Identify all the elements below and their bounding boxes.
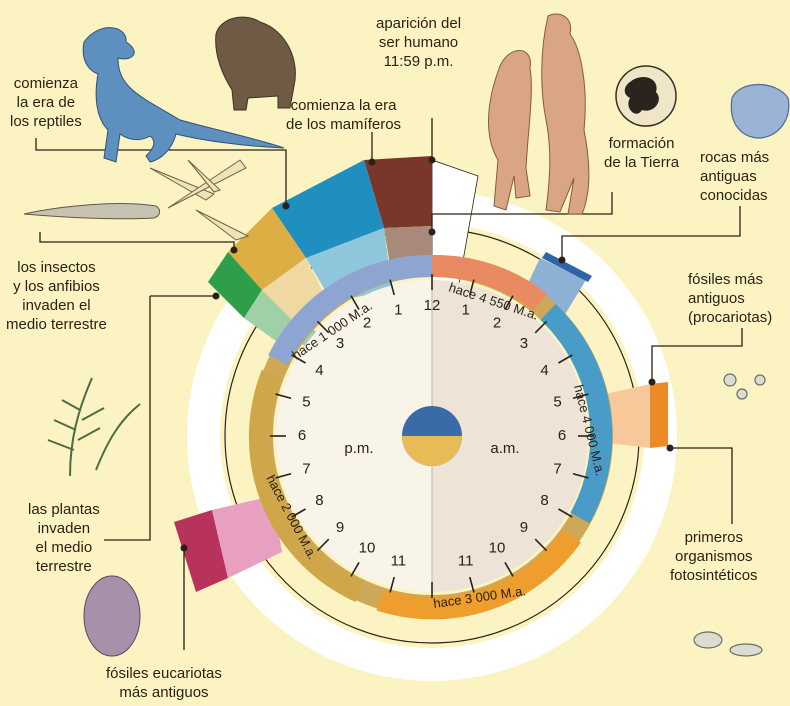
hour-numeral-am: 10 (489, 540, 506, 557)
label-human: aparición del ser humano 11:59 p.m. (376, 14, 461, 71)
label-human-line-2: ser humano (376, 33, 461, 52)
label-eukaryotes-line-2: más antiguos (106, 683, 222, 702)
hour-numeral-pm: 5 (302, 393, 310, 410)
hour-numeral-am: 5 (553, 393, 561, 410)
label-rocks-line-3: conocidas (700, 186, 769, 205)
humans-illustration (489, 14, 590, 214)
label-earth: formación de la Tierra (604, 134, 679, 172)
label-mammals: comienza la era de los mamíferos (286, 96, 401, 134)
hour-numeral-pm: 11 (391, 553, 407, 570)
hour-numeral-pm: 7 (302, 461, 310, 478)
label-insects-line-1: los insectos (6, 258, 107, 277)
pm-label: p.m. (344, 440, 373, 457)
label-plants-line-3: el medio (28, 538, 100, 557)
label-mammals-line-1: comienza la era (286, 96, 401, 115)
label-prokaryotes-line-1: fósiles más (688, 270, 772, 289)
label-rocks: rocas más antiguas conocidas (700, 148, 769, 205)
hour-numeral-am: 7 (553, 461, 561, 478)
label-prokaryotes: fósiles más antiguos (procariotas) (688, 270, 772, 327)
label-earth-line-2: de la Tierra (604, 153, 679, 172)
label-photosynthetic-line-1: primeros (670, 528, 758, 547)
label-reptiles-line-2: la era de (10, 93, 82, 112)
hour-numeral-pm: 6 (298, 427, 306, 444)
label-insects-line-3: invaden el (6, 296, 107, 315)
lizard-illustration (24, 204, 160, 219)
hour-numeral-am: 12 (424, 297, 441, 314)
label-rocks-line-2: antiguas (700, 167, 769, 186)
label-plants: las plantas invaden el medio terrestre (28, 500, 100, 576)
label-photosynthetic: primeros organismos fotosintéticos (670, 528, 758, 585)
label-reptiles-line-1: comienza (10, 74, 82, 93)
earth-illustration (616, 66, 676, 126)
am-label: a.m. (490, 440, 519, 457)
label-earth-line-1: formación (604, 134, 679, 153)
trilobite-illustration (84, 576, 140, 656)
hour-numeral-am: 8 (540, 492, 548, 509)
label-insects-line-2: y los anfibios (6, 277, 107, 296)
rock-illustration (731, 85, 788, 139)
label-photosynthetic-line-3: fotosintéticos (670, 566, 758, 585)
hour-numeral-am: 2 (493, 314, 501, 331)
label-prokaryotes-line-3: (procariotas) (688, 308, 772, 327)
label-eukaryotes-line-1: fósiles eucariotas (106, 664, 222, 683)
label-insects-line-4: medio terrestre (6, 315, 107, 334)
label-insects: los insectos y los anfibios invaden el m… (6, 258, 107, 334)
capybara-illustration (216, 17, 296, 110)
photosynthetic-band (650, 382, 668, 448)
label-photosynthetic-line-2: organismos (670, 547, 758, 566)
label-prokaryotes-line-2: antiguos (688, 289, 772, 308)
hour-numeral-pm: 10 (359, 540, 376, 557)
fern-illustration (48, 378, 140, 476)
label-plants-line-1: las plantas (28, 500, 100, 519)
hour-numeral-pm: 3 (336, 335, 344, 352)
label-human-line-1: aparición del (376, 14, 461, 33)
label-reptiles: comienza la era de los reptiles (10, 74, 82, 131)
label-human-line-3: 11:59 p.m. (376, 52, 461, 71)
label-eukaryotes: fósiles eucariotas más antiguos (106, 664, 222, 702)
hour-numeral-pm: 9 (336, 519, 344, 536)
hour-numeral-pm: 4 (315, 362, 323, 379)
hour-numeral-pm: 1 (394, 301, 402, 318)
label-plants-line-4: terrestre (28, 557, 100, 576)
label-plants-line-2: invaden (28, 519, 100, 538)
label-reptiles-line-3: los reptiles (10, 112, 82, 131)
hour-numeral-am: 3 (520, 335, 528, 352)
label-rocks-line-1: rocas más (700, 148, 769, 167)
hour-numeral-am: 1 (461, 301, 469, 318)
hour-numeral-am: 6 (558, 427, 566, 444)
hour-numeral-pm: 8 (315, 492, 323, 509)
hour-numeral-am: 4 (540, 362, 548, 379)
microbe-illustration (694, 374, 765, 656)
label-mammals-line-2: de los mamíferos (286, 115, 401, 134)
dragonfly-illustration (150, 160, 248, 240)
hour-numeral-am: 11 (458, 553, 474, 570)
hour-numeral-am: 9 (520, 519, 528, 536)
